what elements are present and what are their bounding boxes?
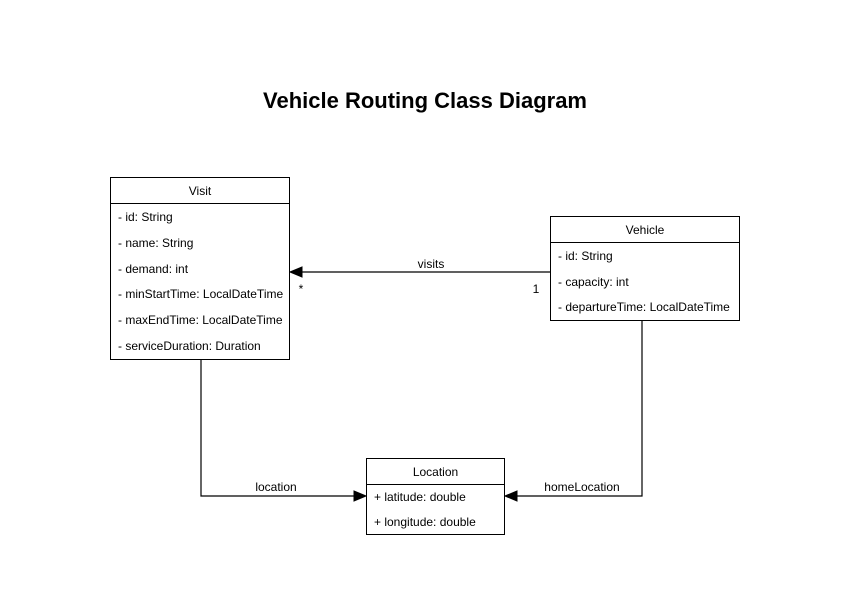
multiplicity-visits-vehicle-end: 1: [532, 282, 540, 296]
class-attribute: - id: String: [118, 209, 173, 224]
class-attribute: - maxEndTime: LocalDateTime: [118, 313, 283, 328]
class-location[interactable]: Location + latitude: double + longitude:…: [366, 458, 505, 535]
class-attribute: - departureTime: LocalDateTime: [558, 300, 730, 315]
association-homelocation[interactable]: [503, 321, 643, 502]
class-vehicle[interactable]: Vehicle - id: String - capacity: int - d…: [550, 216, 740, 321]
class-vehicle-name: Vehicle: [551, 217, 739, 243]
class-visit-name: Visit: [111, 178, 289, 204]
multiplicity-visits-visit-end: *: [298, 282, 304, 296]
class-visit-attributes: - id: String - name: String - demand: in…: [111, 204, 289, 359]
class-attribute: - serviceDuration: Duration: [118, 339, 261, 354]
label-visits: visits: [415, 257, 447, 271]
diagram-title: Vehicle Routing Class Diagram: [263, 88, 587, 113]
class-attribute: - minStartTime: LocalDateTime: [118, 287, 284, 302]
class-visit[interactable]: Visit - id: String - name: String - dema…: [110, 177, 290, 360]
label-homelocation: homeLocation: [542, 480, 622, 494]
label-location: location: [253, 480, 299, 494]
association-location[interactable]: [200, 360, 368, 502]
class-attribute: - name: String: [118, 235, 194, 250]
class-location-attributes: + latitude: double + longitude: double: [367, 485, 504, 534]
class-attribute: - capacity: int: [558, 274, 629, 289]
class-location-name: Location: [367, 459, 504, 485]
class-vehicle-attributes: - id: String - capacity: int - departure…: [551, 243, 739, 320]
class-attribute: + longitude: double: [374, 514, 476, 529]
class-attribute: - id: String: [558, 248, 613, 263]
class-attribute: + latitude: double: [374, 490, 466, 505]
class-attribute: - demand: int: [118, 261, 189, 276]
association-visits[interactable]: [288, 266, 550, 278]
